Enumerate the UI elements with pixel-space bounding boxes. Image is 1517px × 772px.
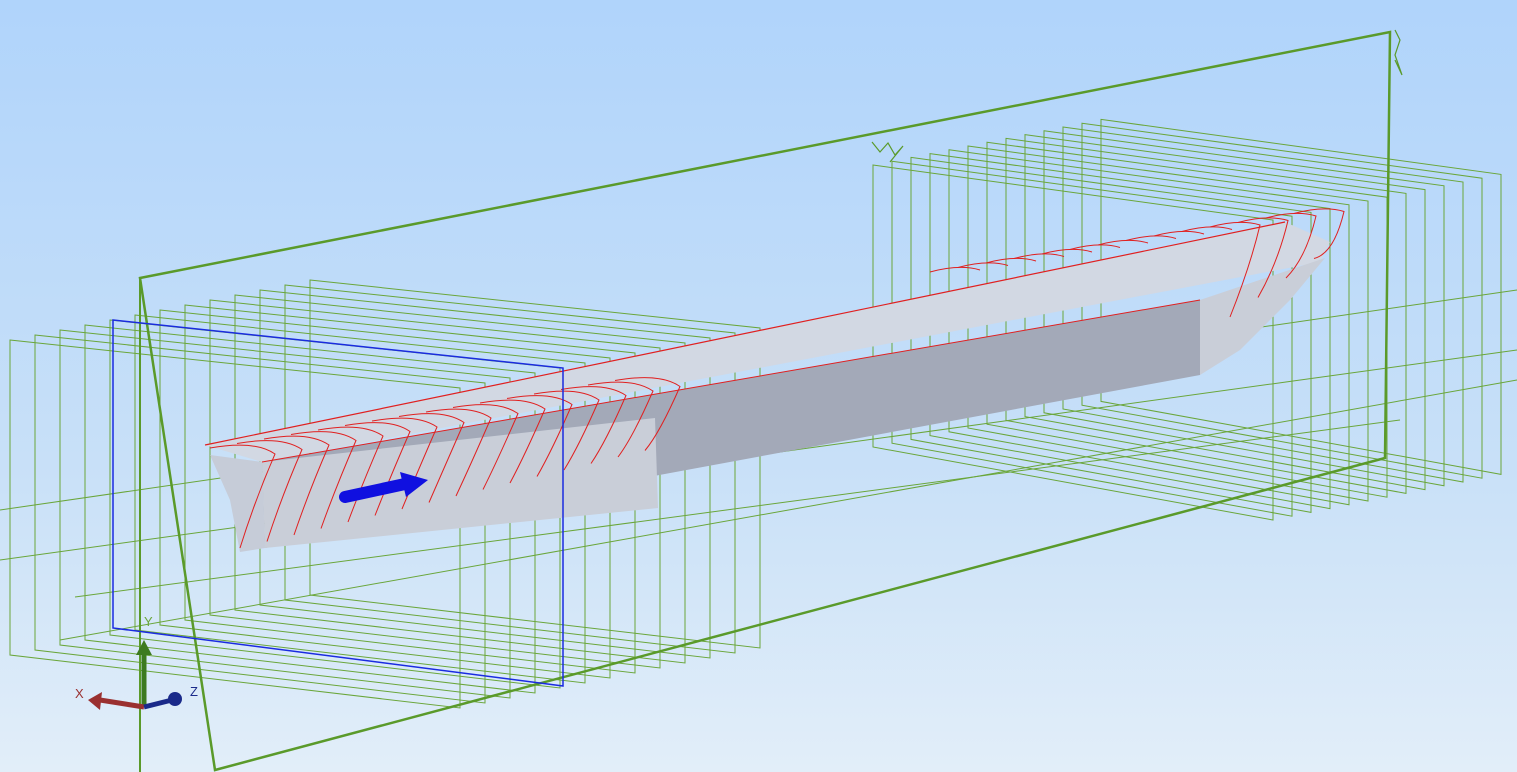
centerline-plane[interactable] [138, 30, 1392, 772]
section-curve [560, 386, 627, 464]
section-curve [263, 435, 330, 536]
hull-stern-side [1200, 258, 1325, 375]
section-curve [425, 408, 492, 497]
section-curve [1265, 212, 1317, 279]
section-curve [985, 257, 1037, 264]
plane-line [74, 419, 1401, 598]
station-plane [209, 299, 661, 669]
section-curve [1041, 248, 1093, 255]
hull-section-curves [209, 208, 1345, 549]
section-curve [1181, 226, 1233, 232]
section-curve [452, 404, 519, 490]
section-curve [479, 399, 546, 484]
station-plane [891, 160, 1293, 517]
station-plane [184, 304, 636, 674]
section-curve [236, 440, 303, 542]
x-axis-arrow [99, 697, 145, 710]
station-plane [84, 324, 536, 694]
hull-deck-edge [204, 221, 1286, 446]
plane-line [59, 379, 1517, 641]
stern-station-planes [872, 118, 1502, 521]
section-curve [1097, 239, 1149, 246]
section-curve [398, 413, 465, 503]
station-plane [967, 145, 1369, 502]
station-plane [910, 156, 1312, 513]
station-plane [1043, 130, 1445, 487]
station-plane [1062, 126, 1464, 483]
direction-arrow[interactable] [339, 472, 428, 503]
section-curve [587, 381, 654, 458]
section-curve [533, 390, 600, 471]
station-plane [1005, 137, 1407, 494]
ship-hull[interactable] [204, 208, 1345, 552]
axis-label-y: Y [144, 614, 153, 629]
plane-label-marker-icon [871, 141, 904, 163]
hull-sheer-line [261, 299, 1201, 463]
section-curve [1069, 244, 1121, 250]
station-plane [872, 164, 1274, 521]
section-curve [1125, 235, 1177, 241]
station-plane [159, 309, 611, 679]
station-plane [986, 141, 1388, 498]
station-plane [1100, 118, 1502, 475]
station-plane [1024, 134, 1426, 491]
station-plane [948, 149, 1350, 506]
section-curve [209, 444, 276, 549]
plane-label-marker-icon [1394, 29, 1403, 76]
section-curve [1153, 230, 1205, 237]
section-curve [290, 431, 357, 529]
hull-bow-side [262, 418, 658, 548]
station-plane [134, 314, 586, 684]
hull-bow-face [210, 455, 265, 552]
section-curve [1293, 208, 1345, 259]
station-plane [59, 329, 511, 699]
z-axis-arrow [143, 697, 173, 710]
axis-label-z: Z [190, 684, 198, 699]
section-curve [1013, 253, 1065, 259]
section-curve [506, 395, 573, 477]
station-plane [34, 334, 486, 704]
section-curve [1237, 217, 1289, 298]
section-curve [1209, 221, 1261, 318]
station-plane [929, 153, 1331, 510]
section-curve [957, 262, 1009, 268]
section-curve [929, 266, 981, 273]
station-plane [1081, 122, 1483, 479]
axis-label-x: X [75, 686, 84, 701]
section-curve [614, 377, 681, 451]
axis-triad: X Y Z [75, 614, 198, 710]
selected-frame[interactable] [112, 319, 564, 687]
